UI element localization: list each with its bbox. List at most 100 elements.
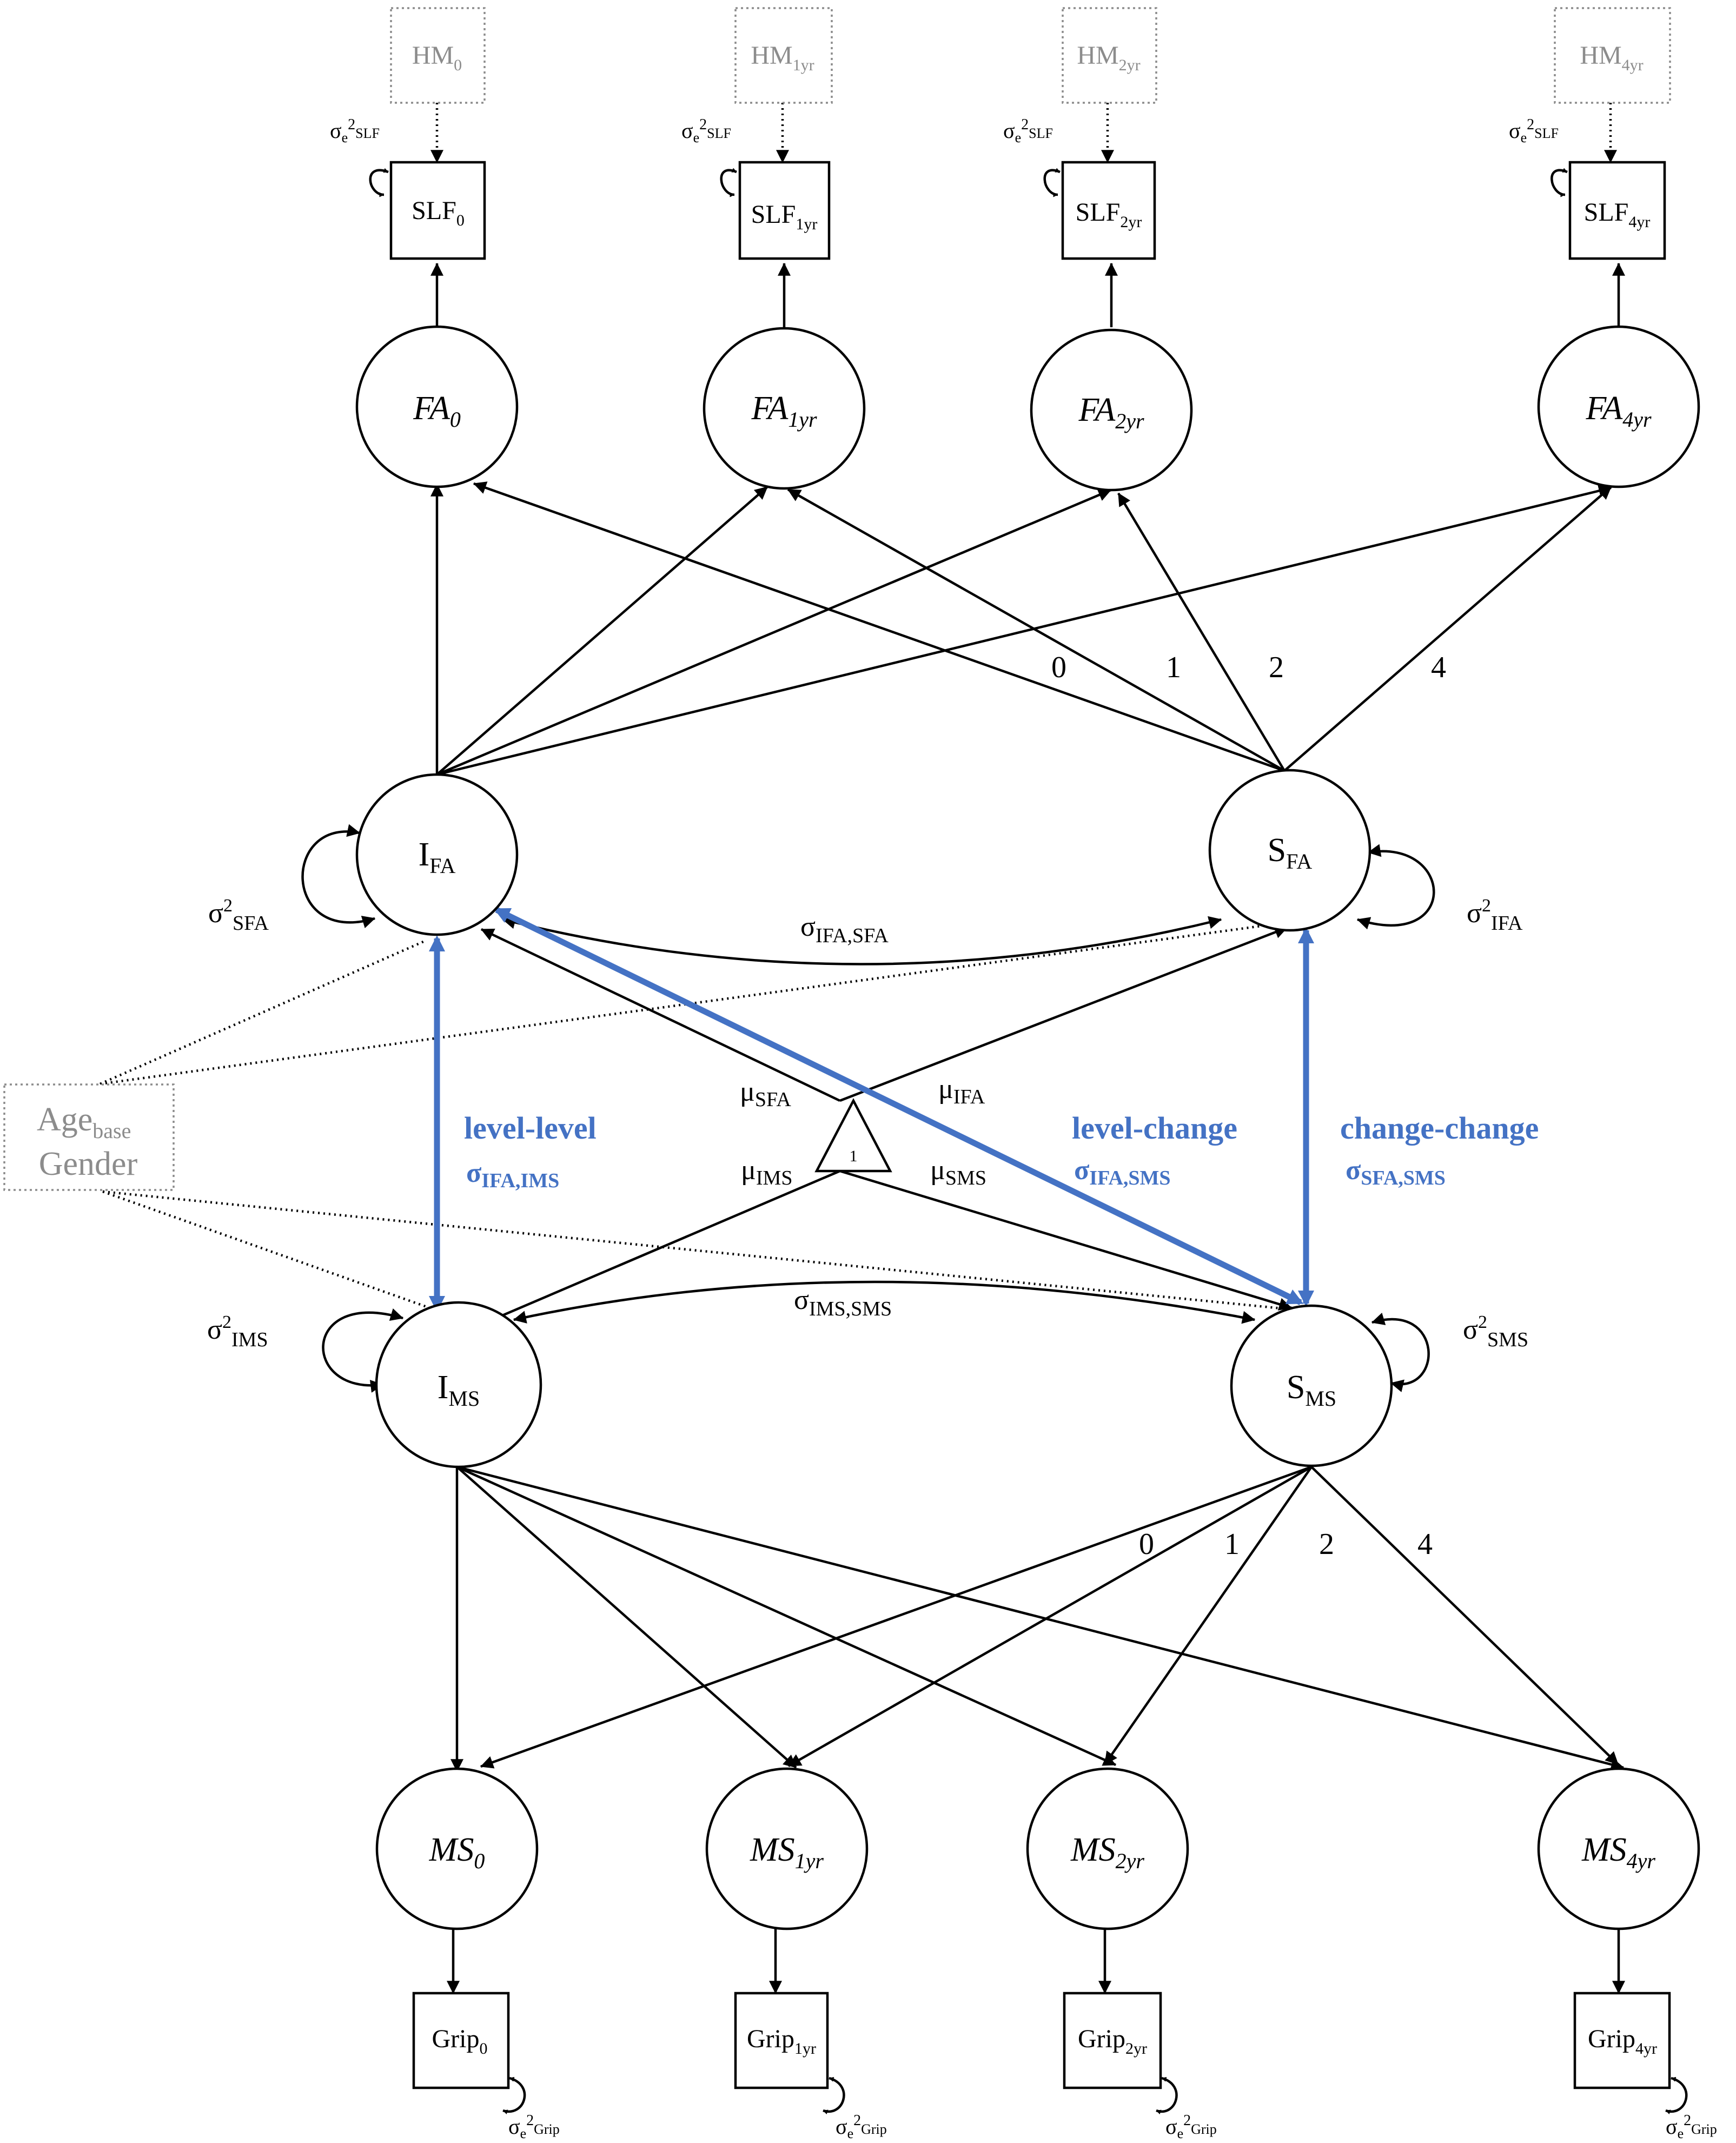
cov-ifa-sfa-label: σIFA,SFA bbox=[800, 911, 889, 947]
fa2-label: FA2yr bbox=[1078, 392, 1144, 433]
sms-to-ms4-path bbox=[1310, 1466, 1619, 1765]
grip-labels: Grip0 Grip1yr Grip2yr Grip4yr bbox=[432, 2025, 1657, 2058]
hm0-box bbox=[390, 7, 486, 104]
ms-loading-2: 2 bbox=[1319, 1527, 1334, 1561]
slf1-label: SLF1yr bbox=[751, 200, 818, 233]
grip2-label: Grip2yr bbox=[1078, 2025, 1147, 2058]
change-change-title: change-change bbox=[1340, 1110, 1539, 1146]
grip4-error-hook bbox=[1665, 2076, 1688, 2115]
ms-circles bbox=[375, 1767, 1700, 1930]
mu-ims-path bbox=[468, 1169, 840, 1331]
fa1-circle bbox=[703, 327, 866, 490]
level-level-sigma: σIFA,IMS bbox=[466, 1158, 559, 1192]
ms0-label: MS0 bbox=[429, 1831, 485, 1873]
slf4-box bbox=[1568, 161, 1666, 260]
slf0-error-hook bbox=[369, 168, 389, 197]
slf1-error-hook bbox=[720, 168, 737, 197]
grip-error-labels: σe2Grip σe2Grip σe2Grip σe2Grip bbox=[508, 2112, 1717, 2141]
mu-ims-label: μIMS bbox=[741, 1155, 792, 1189]
sfa-label: SFA bbox=[1268, 832, 1313, 874]
fa-circles bbox=[355, 325, 1700, 492]
fa4-circle bbox=[1537, 325, 1700, 488]
var-ifa-loop bbox=[301, 824, 376, 929]
covariance-labels: σIFA,SFA σIMS,SMS bbox=[794, 911, 892, 1320]
slf2-box bbox=[1061, 161, 1156, 260]
sfa-to-fa4-path bbox=[1283, 486, 1612, 772]
fa0-label: FA0 bbox=[413, 390, 461, 432]
ms-loading-0: 0 bbox=[1139, 1527, 1154, 1561]
mu-sfa-label: μSFA bbox=[740, 1076, 791, 1111]
mu-sms-label: μSMS bbox=[930, 1155, 986, 1189]
ms1-label: MS1yr bbox=[750, 1831, 824, 1873]
mu-sfa-path bbox=[480, 928, 840, 1102]
latent-circles bbox=[355, 769, 1393, 1469]
slf0-error-label: σe2SLF bbox=[330, 116, 380, 145]
grip2-error-hook bbox=[1156, 2076, 1178, 2115]
variance-loops bbox=[301, 824, 1435, 1393]
highlighted-covariances bbox=[429, 907, 1314, 1312]
ms2-label: MS2yr bbox=[1070, 1831, 1144, 1873]
ifa-label: IFA bbox=[419, 836, 456, 878]
var-sfa-loop bbox=[1356, 844, 1435, 930]
fa4-label: FA4yr bbox=[1585, 390, 1652, 432]
ms-loading-labels: 0 1 2 4 bbox=[1139, 1527, 1433, 1561]
grip1-error-label: σe2Grip bbox=[836, 2112, 887, 2141]
variance-labels: σ2SFA σ2IFA σ2IMS σ2SMS bbox=[207, 896, 1528, 1351]
sms-to-ms1-path bbox=[787, 1466, 1313, 1767]
ms4-circle bbox=[1537, 1767, 1700, 1930]
slf1-error-label: σe2SLF bbox=[681, 116, 731, 145]
mu-ifa-path bbox=[839, 926, 1288, 1102]
hm1-box bbox=[734, 7, 833, 104]
fa-to-slf-paths bbox=[430, 262, 1625, 327]
slf0-label: SLF0 bbox=[412, 196, 465, 229]
covariate-to-sms-path bbox=[102, 1190, 1298, 1312]
ms-loading-1: 1 bbox=[1224, 1527, 1240, 1561]
highlight-labels: level-level σIFA,IMS level-change σIFA,S… bbox=[464, 1110, 1539, 1192]
slf4-error-label: σe2SLF bbox=[1509, 116, 1559, 145]
slf-labels: SLF0 SLF1yr SLF2yr SLF4yr bbox=[412, 196, 1650, 233]
hm2-label: HM2yr bbox=[1077, 41, 1140, 74]
fa-loading-0: 0 bbox=[1051, 651, 1066, 684]
slf1-box bbox=[738, 161, 831, 260]
mu-ifa-label: μIFA bbox=[938, 1074, 985, 1108]
slf4-label: SLF4yr bbox=[1584, 198, 1651, 231]
ifa-to-fa1-path bbox=[436, 486, 768, 776]
grip4-label: Grip4yr bbox=[1588, 2025, 1657, 2058]
hm4-box bbox=[1554, 7, 1671, 104]
ms1-circle bbox=[705, 1767, 869, 1930]
fa-loading-2: 2 bbox=[1269, 651, 1284, 684]
grip1-box bbox=[734, 1992, 829, 2089]
grip4-box bbox=[1573, 1992, 1671, 2089]
sfa-to-fa0-path bbox=[473, 481, 1285, 772]
var-sfa-label: σ2SFA bbox=[208, 896, 269, 935]
fa-labels: FA0 FA1yr FA2yr FA4yr bbox=[413, 390, 1652, 433]
var-ifa-label: σ2IFA bbox=[1467, 896, 1523, 935]
ims-circle bbox=[375, 1301, 542, 1469]
change-change-sigma: σSFA,SMS bbox=[1346, 1155, 1446, 1189]
hm1-label: HM1yr bbox=[751, 41, 814, 74]
ms4-label: MS4yr bbox=[1581, 1831, 1655, 1873]
slf2-error-label: σe2SLF bbox=[1003, 116, 1053, 145]
hm2-box bbox=[1062, 7, 1157, 104]
ims-to-ms4-path bbox=[456, 1465, 1625, 1771]
ms-growth-loadings bbox=[450, 1465, 1625, 1772]
fa2-circle bbox=[1030, 328, 1193, 492]
fa-loading-labels: 0 1 2 4 bbox=[1051, 651, 1446, 684]
var-sms-loop bbox=[1371, 1312, 1430, 1392]
grip0-error-hook bbox=[502, 2076, 526, 2114]
sms-label: SMS bbox=[1287, 1369, 1336, 1411]
cov-ifa-sms-blue bbox=[493, 907, 1304, 1305]
ms-to-grip-paths bbox=[447, 1929, 1625, 1994]
slf0-box bbox=[389, 161, 486, 260]
hm-boxes bbox=[390, 7, 1671, 104]
level-level-title: level-level bbox=[464, 1110, 597, 1146]
mu-sms-path bbox=[839, 1169, 1293, 1311]
error-hooks bbox=[369, 168, 1688, 2115]
grip0-error-label: σe2Grip bbox=[508, 2112, 560, 2141]
ms2-circle bbox=[1026, 1767, 1189, 1930]
sms-to-ms0-path bbox=[480, 1465, 1312, 1769]
grip1-error-hook bbox=[823, 2076, 845, 2115]
covariate-gender-label: Gender bbox=[39, 1146, 138, 1182]
latent-labels: IFA SFA IMS SMS bbox=[419, 832, 1337, 1411]
hm-labels: HM0 HM1yr HM2yr HM4yr bbox=[412, 41, 1644, 74]
